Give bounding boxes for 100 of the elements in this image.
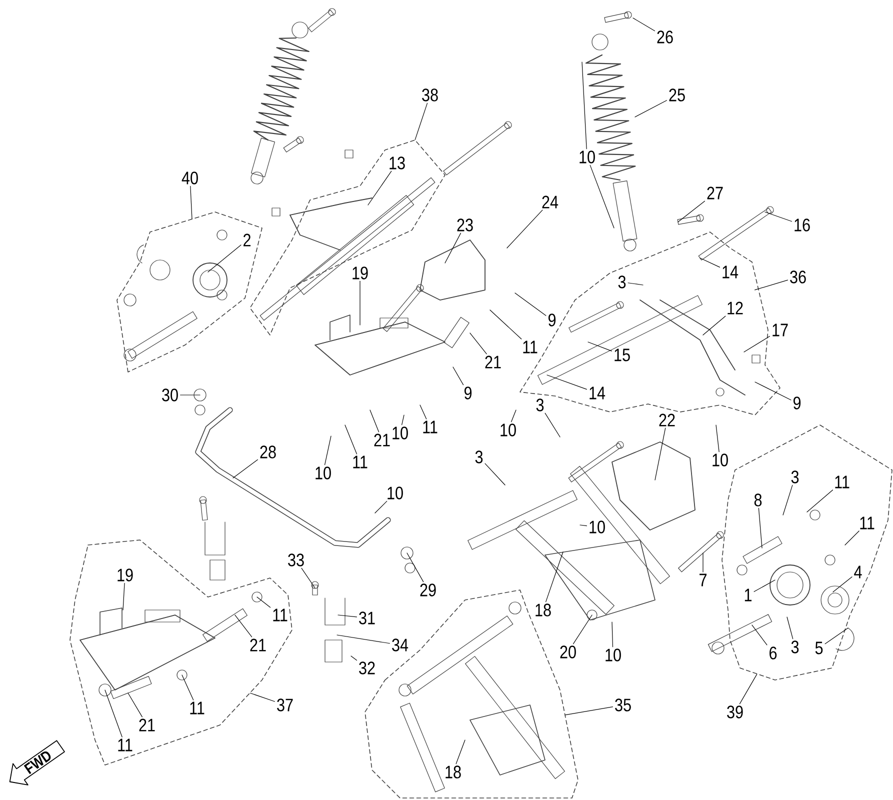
leader-line: [470, 332, 487, 354]
callout-number: 11: [423, 420, 438, 434]
callout-number: 9: [548, 314, 556, 326]
callout-number: 1: [744, 588, 752, 602]
callout-number: 13: [390, 156, 405, 170]
leader-line: [414, 102, 428, 140]
callout-number: 12: [728, 302, 743, 314]
leader-line: [806, 490, 833, 512]
callout-number: 11: [273, 608, 288, 622]
callout-number: 11: [835, 476, 850, 488]
leader-line: [702, 552, 704, 572]
leader-line: [301, 568, 316, 588]
callout-number: 20: [560, 646, 576, 658]
leader-line: [128, 692, 142, 718]
leader-line: [716, 424, 720, 452]
leader-line: [190, 186, 192, 219]
leader-line: [634, 100, 667, 118]
leader-line: [336, 634, 390, 644]
callout-number: 27: [707, 186, 723, 200]
leader-line: [702, 316, 726, 336]
leader-line: [406, 552, 424, 582]
callout-number: 17: [772, 324, 788, 336]
callout-number: 7: [700, 574, 706, 586]
leader-line: [565, 706, 613, 716]
callout-number: 10: [500, 424, 516, 436]
callout-number: 10: [316, 466, 331, 480]
leader-line: [632, 18, 655, 32]
callout-number: 14: [722, 266, 738, 278]
callout-number: 21: [374, 434, 390, 446]
callout-number: 25: [669, 88, 685, 102]
leader-line: [506, 210, 543, 248]
callout-number: 3: [618, 276, 626, 288]
leader-line: [250, 692, 275, 702]
callout-number: 23: [457, 218, 473, 232]
callout-number: 36: [790, 270, 806, 284]
callout-number: 38: [422, 88, 438, 102]
leader-line: [754, 580, 776, 592]
callout-number: 14: [590, 386, 606, 400]
leader-line: [182, 674, 194, 700]
leader-line: [452, 366, 464, 386]
callout-number: 22: [659, 414, 675, 426]
leader-line: [490, 310, 522, 340]
callout-number: 11: [860, 516, 874, 530]
callout-number: 11: [523, 340, 538, 354]
leader-line: [754, 382, 792, 400]
callout-number: 4: [854, 566, 862, 578]
callout-number: 3: [791, 640, 799, 654]
callout-number: 34: [392, 638, 408, 652]
leader-line: [758, 508, 762, 548]
leader-line: [180, 394, 200, 396]
leader-line: [654, 428, 666, 480]
leader-line: [344, 424, 358, 454]
callout-number: 19: [352, 266, 368, 280]
callout-number: 32: [359, 662, 375, 674]
callout-number: 3: [791, 470, 799, 484]
leader-line: [484, 463, 506, 486]
leader-line: [122, 582, 125, 610]
leader-line: [744, 336, 770, 352]
leader-line: [612, 622, 614, 648]
callout-number: 18: [536, 604, 551, 616]
callout-number: 3: [536, 398, 544, 412]
leader-line: [628, 282, 644, 286]
callout-number: 16: [794, 218, 810, 232]
callout-number: 29: [420, 584, 436, 596]
callout-number: 30: [162, 388, 178, 402]
leader-line: [752, 624, 768, 646]
leader-line: [208, 244, 242, 272]
callout-number: 10: [580, 150, 595, 164]
leader-line: [510, 410, 516, 422]
callout-number: 24: [542, 196, 558, 208]
leader-line: [456, 740, 466, 764]
leader-line: [546, 374, 587, 390]
callout-number: 6: [770, 646, 777, 660]
callout-number: 9: [793, 396, 801, 410]
leader-line: [824, 628, 848, 644]
callout-number: 18: [446, 766, 461, 778]
callout-number: 28: [260, 446, 276, 458]
leader-line: [739, 674, 758, 704]
callout-number: 33: [288, 554, 304, 566]
callout-number: 31: [359, 612, 375, 624]
leader-line: [232, 459, 258, 478]
callout-number: 9: [464, 386, 472, 400]
leader-line: [580, 524, 587, 526]
leader-line: [786, 616, 794, 640]
callout-number: 26: [657, 30, 673, 44]
leader-line: [590, 164, 614, 228]
callout-number: 10: [392, 426, 408, 440]
leader-line: [678, 200, 705, 222]
leader-line: [420, 404, 427, 420]
callout-number: 10: [590, 520, 605, 534]
callout-number: 15: [614, 348, 630, 362]
leader-line: [444, 232, 461, 264]
leader-line: [832, 576, 852, 592]
leader-line: [324, 436, 332, 466]
leader-line: [338, 614, 357, 618]
leader-line: [514, 292, 546, 316]
leader-line: [544, 412, 560, 438]
callout-number: 3: [475, 450, 483, 464]
leader-line: [402, 414, 404, 426]
callout-number: 40: [182, 172, 198, 184]
